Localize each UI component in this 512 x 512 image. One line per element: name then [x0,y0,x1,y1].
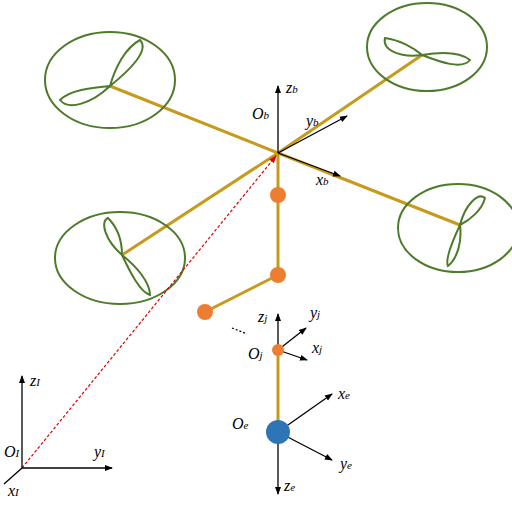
axis-label: xj [312,340,322,357]
axis-label: zj [258,309,267,326]
axis-label: yj [310,305,320,322]
axis-label: ye [340,456,352,473]
axis-label: Oj [248,346,263,363]
axis-label: yI [94,444,105,461]
axis-label: yb [306,113,319,130]
axis-label: ze [284,478,295,495]
axis-label: zI [30,373,40,390]
axis-label: Ob [252,106,269,123]
axis-label: xI [8,483,19,500]
axis-label: OI [4,444,19,461]
axis-label: Oe [232,416,248,433]
axis-label: xe [338,386,350,403]
axis-label: zb [286,80,298,97]
axis-label: xb [316,172,329,189]
